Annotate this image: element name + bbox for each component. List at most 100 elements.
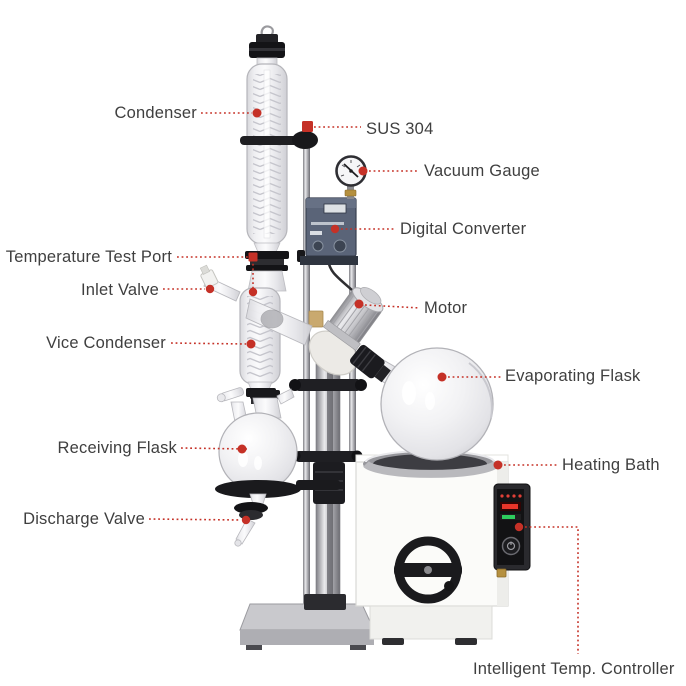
controller-display2-digits (502, 515, 515, 519)
duct-inner-tube (260, 309, 284, 329)
marker-condenser (252, 108, 262, 118)
label-intelligent-temp-controller: Intelligent Temp. Controller (473, 660, 675, 678)
base-foot (350, 645, 366, 650)
label-inlet-valve: Inlet Valve (80, 281, 159, 299)
flask-bulb (380, 347, 494, 461)
neck-flange (250, 390, 280, 399)
marker-vice-condenser (246, 339, 256, 349)
label-vice-condenser: Vice Condenser (46, 334, 166, 352)
motor-top-dome (360, 287, 382, 305)
leader-markers (205, 108, 524, 532)
bath-pedestal (369, 605, 493, 640)
bath-pot-front-lip (363, 460, 499, 478)
neck-side-tube (276, 388, 295, 405)
bath-body (355, 461, 509, 607)
bath-lower-figure (369, 536, 493, 645)
gauge-brass-fitting (344, 189, 357, 197)
converter-text-row (311, 222, 344, 225)
leader-discharge-valve (148, 518, 242, 521)
discharge-disc (234, 502, 268, 514)
converter-knob[interactable] (312, 240, 324, 252)
receiving-flask-bulb (218, 412, 298, 492)
left-stopcock-group (216, 387, 245, 403)
controller-power-button[interactable] (501, 536, 521, 556)
marker-digital-converter (330, 224, 340, 234)
flask-highlight (425, 392, 435, 410)
bath-foot (455, 638, 477, 645)
cross-clamp (296, 379, 360, 391)
controller-led (500, 494, 504, 498)
marker-intelligent-temp-controller (514, 522, 524, 532)
inlet-valve-figure (199, 264, 241, 302)
label-vacuum-gauge: Vacuum Gauge (424, 162, 540, 180)
flask-support-ring (215, 480, 301, 498)
temp-controller-figure (493, 483, 531, 578)
base-foot (246, 645, 262, 650)
motor-flange (322, 320, 361, 351)
column-mount (304, 594, 346, 610)
flask-highlight (402, 381, 416, 405)
leader-vice-condenser (170, 342, 247, 345)
leader-lines (148, 112, 579, 654)
marker-vacuum-gauge (358, 166, 368, 176)
label-motor: Motor (424, 299, 468, 317)
gauge-ticks (340, 160, 361, 177)
inlet-valve-tip (199, 264, 211, 275)
label-digital-converter: Digital Converter (400, 220, 527, 238)
condenser-clamp-knob (292, 131, 318, 149)
port-flange (246, 265, 288, 271)
converter-mount-bar (300, 256, 358, 265)
handwheel-knob[interactable] (444, 581, 454, 591)
label-condenser: Condenser (114, 104, 197, 122)
label-heating-bath: Heating Bath (562, 456, 660, 474)
support-rod-left (303, 124, 310, 606)
vacuum-gauge-figure (335, 155, 367, 199)
port-flange-mid (250, 259, 284, 266)
receiving-flask-figure (215, 387, 340, 498)
converter-small-label (310, 231, 322, 235)
flask-shading (468, 362, 493, 419)
leader-intelligent-temp-controller (525, 526, 579, 654)
condenser-clamp (240, 136, 302, 145)
label-evaporating-flask: Evaporating Flask (505, 367, 641, 385)
drain-fitting (496, 568, 507, 578)
digital-converter-figure (297, 197, 358, 265)
clamp-knob (289, 379, 301, 391)
base-plate-front (240, 630, 374, 645)
marker-inlet-valve (205, 284, 215, 294)
controller-led (506, 494, 510, 498)
marker-evaporating-flask (437, 372, 447, 382)
cross-clamp (296, 451, 358, 462)
flask-highlight (254, 456, 262, 470)
label-sus-304: SUS 304 (366, 120, 434, 138)
marker-temperature-test-port (248, 287, 258, 297)
handwheel-hub (424, 566, 432, 574)
marker-temperature-test-port-flange (248, 252, 258, 262)
gauge-hub (349, 169, 353, 173)
collet-ridge (352, 346, 367, 365)
marker-motor (354, 299, 364, 309)
marker-receiving-flask (237, 444, 247, 454)
joint-collet-group (350, 344, 391, 383)
flask-highlight (238, 451, 248, 467)
joint-collet (350, 344, 385, 379)
support-ring-arm (296, 480, 340, 490)
port-glass-neck (247, 270, 287, 292)
stand-figure (239, 124, 375, 650)
leader-receiving-flask (180, 447, 248, 450)
discharge-tip (234, 539, 242, 547)
label-temperature-test-port: Temperature Test Port (5, 248, 172, 266)
collet-ridge (361, 354, 376, 372)
joint-collet-tip (374, 364, 391, 383)
clamp-pad (308, 310, 324, 328)
marker-discharge-valve (241, 515, 251, 525)
converter-knob[interactable] (333, 239, 347, 253)
converter-display (323, 203, 347, 214)
controller-display-digits (502, 504, 518, 509)
condenser-bottom-neck (253, 242, 281, 253)
converter-box-top (306, 198, 356, 208)
condenser-cap-band (249, 48, 285, 51)
discharge-nozzle (235, 518, 256, 545)
discharge-valve-figure (234, 493, 268, 547)
